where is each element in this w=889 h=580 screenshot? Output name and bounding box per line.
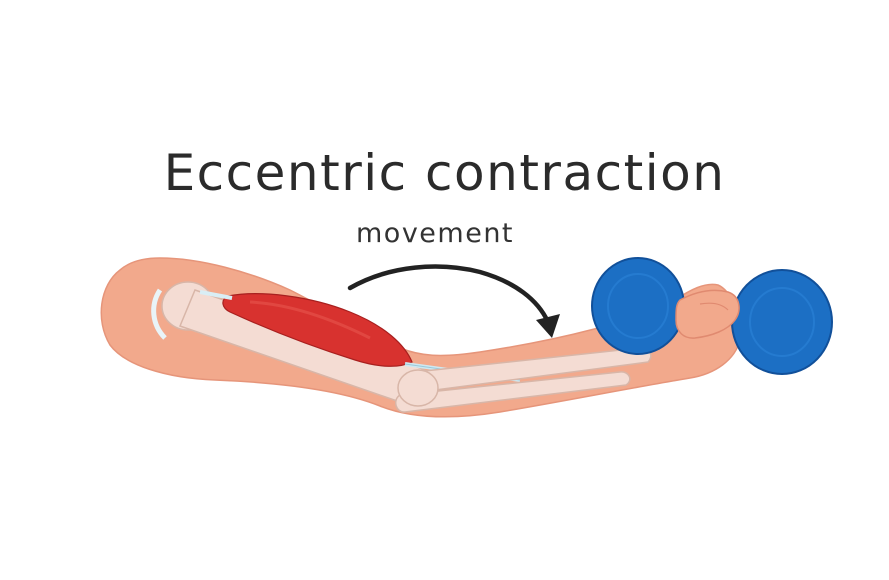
biceps-highlight bbox=[249, 300, 371, 340]
dumbbell-left-plate bbox=[591, 257, 685, 355]
arrow-curve bbox=[347, 264, 551, 325]
shoulder-socket bbox=[151, 288, 167, 340]
dumbbell-right-plate-inner bbox=[749, 287, 815, 357]
dumbbell-left-plate-inner bbox=[607, 273, 669, 339]
diagram-title: Eccentric contraction bbox=[163, 144, 726, 202]
ulna-bone bbox=[394, 371, 631, 413]
arrow-head bbox=[536, 314, 560, 338]
movement-label: movement bbox=[356, 218, 515, 249]
elbow-joint bbox=[397, 369, 439, 407]
dumbbell-icon bbox=[591, 257, 833, 375]
upper-tendon bbox=[199, 290, 233, 300]
dumbbell-right-plate bbox=[731, 269, 833, 375]
curved-arrow-icon bbox=[347, 264, 560, 338]
finger-line bbox=[699, 302, 729, 311]
hand bbox=[675, 289, 740, 339]
biceps-muscle bbox=[222, 293, 413, 367]
